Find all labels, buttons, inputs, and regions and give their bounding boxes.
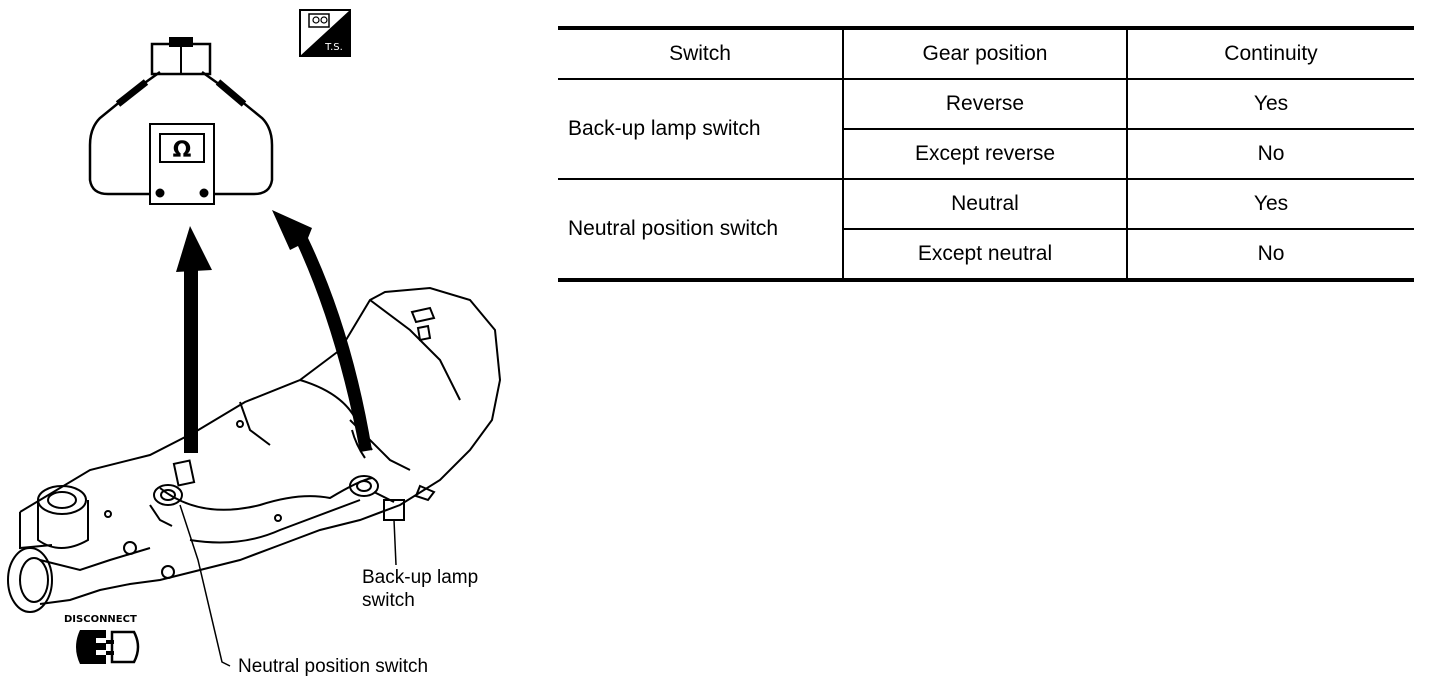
leader-lines [179,504,397,667]
continuity-cell: No [1126,129,1414,180]
continuity-cell: Yes [1126,179,1414,230]
ohm-symbol: Ω [173,138,192,163]
header-switch: Switch [558,26,843,80]
badge-text: T.S. [324,42,343,53]
table-row: Back-up lamp switch Reverse Yes [558,79,1414,180]
table-row: Except neutral No [558,229,1414,282]
backup-lamp-switch-label-line2: switch [362,590,415,611]
continuity-cell: No [1126,229,1414,282]
transmission-icon [7,286,502,613]
disconnect-label: DISCONNECT [64,614,137,625]
table-header-row: Switch Gear position Continuity [558,26,1414,80]
backup-lamp-switch-label-line1: Back-up lamp [362,567,478,588]
switch-cell: Back-up lamp switch [558,79,843,180]
continuity-table: Switch Gear position Continuity Back-up … [558,26,1414,282]
gear-cell: Except neutral [842,229,1127,282]
continuity-cell: Yes [1126,79,1414,130]
header-continuity: Continuity [1126,26,1414,80]
ohmmeter-icon [88,37,274,205]
gear-cell: Except reverse [842,129,1127,180]
table-row: Except reverse No [558,129,1414,180]
troubleshooting-badge-icon [299,9,351,57]
header-gear-position: Gear position [842,26,1127,80]
arrow-curved-icon [272,210,372,452]
inspection-diagram: Ω T.S. [7,9,502,677]
table-row: Neutral position switch Neutral Yes [558,179,1414,282]
neutral-position-switch-label: Neutral position switch [238,656,428,677]
arrow-left-icon [176,226,212,453]
disconnect-connector-icon [76,630,140,664]
gear-cell: Neutral [842,179,1127,230]
switch-cell: Neutral position switch [558,179,843,282]
gear-cell: Reverse [842,79,1127,130]
